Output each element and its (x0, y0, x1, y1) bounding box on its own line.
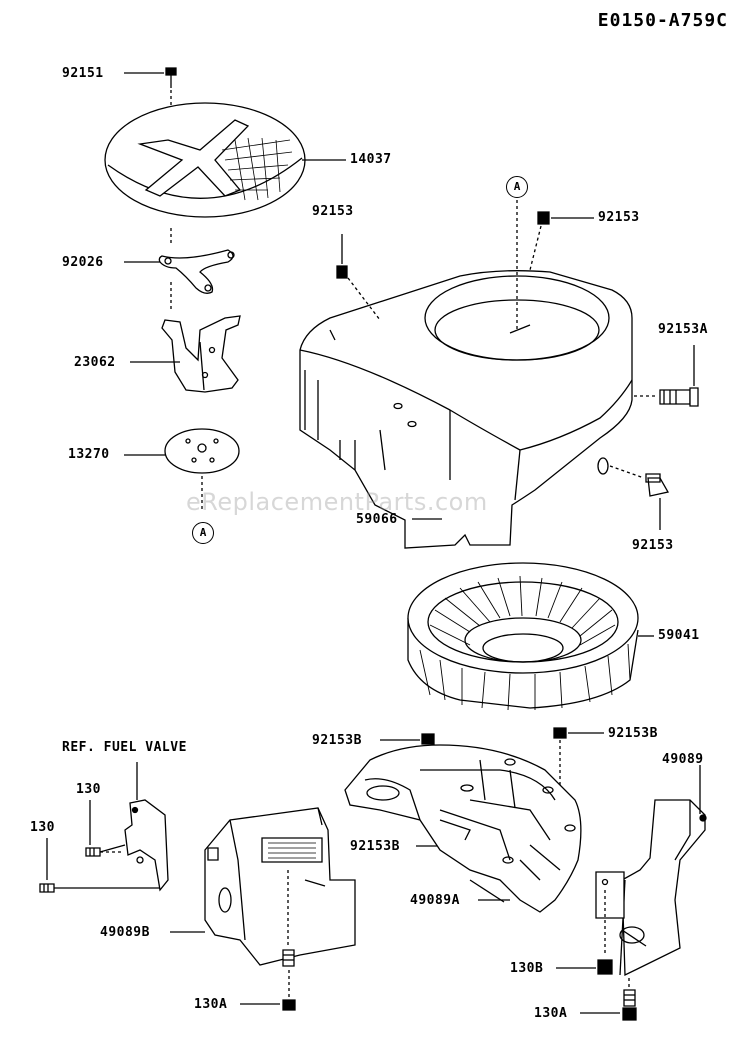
baffle-49089A (345, 745, 581, 912)
part-label-92153B-left: 92153B (312, 733, 362, 748)
part-label-92153B-mid: 92153B (350, 839, 400, 854)
part-label-49089: 49089 (662, 752, 704, 767)
part-label-59041: 59041 (658, 628, 700, 643)
bracket-23062 (130, 316, 240, 392)
ref-fuel-valve-label: REF. FUEL VALVE (62, 740, 187, 755)
part-label-23062: 23062 (74, 355, 116, 370)
part-label-130A-right: 130A (534, 1006, 568, 1021)
screw-130-lower (40, 838, 160, 892)
cover-49089 (596, 765, 706, 975)
part-label-13270: 13270 (68, 447, 110, 462)
watermark-text: eReplacementParts.com (186, 488, 488, 516)
part-label-92153-top-left: 92153 (312, 204, 354, 219)
screw-92151 (124, 68, 176, 110)
part-label-14037: 14037 (350, 152, 392, 167)
screw-92153-top-right (530, 212, 594, 270)
part-label-92151: 92151 (62, 66, 104, 81)
part-label-49089B: 49089B (100, 925, 150, 940)
screw-92153-right (610, 466, 668, 530)
reference-marker-a-bottom: A (192, 522, 214, 544)
part-label-130B: 130B (510, 961, 544, 976)
screw-130-upper (86, 800, 122, 856)
part-label-130-lower: 130 (30, 820, 55, 835)
part-label-59066: 59066 (356, 512, 398, 527)
screen-14037 (105, 103, 346, 217)
diagram-code: E0150-A759C (597, 10, 728, 31)
part-label-92026: 92026 (62, 255, 104, 270)
reference-marker-a-top: A (506, 176, 528, 198)
part-label-49089A: 49089A (410, 893, 460, 908)
screw-130A-left (240, 950, 295, 1010)
fuel-valve-bracket (100, 762, 168, 890)
part-label-92153B-right: 92153B (608, 726, 658, 741)
screw-130B (556, 960, 612, 974)
plate-13270 (124, 429, 239, 510)
part-label-130-upper: 130 (76, 782, 101, 797)
part-label-92153A: 92153A (658, 322, 708, 337)
cover-49089B (170, 808, 355, 965)
plate-92026 (124, 228, 234, 310)
part-label-130A-left: 130A (194, 997, 228, 1012)
fan-59041 (408, 563, 654, 710)
screw-130A-right (580, 978, 636, 1020)
shroud-59066 (300, 200, 632, 548)
part-label-92153-right: 92153 (632, 538, 674, 553)
part-label-92153-top-right: 92153 (598, 210, 640, 225)
screw-92153A (634, 345, 698, 406)
screw-92153-left (337, 234, 380, 320)
